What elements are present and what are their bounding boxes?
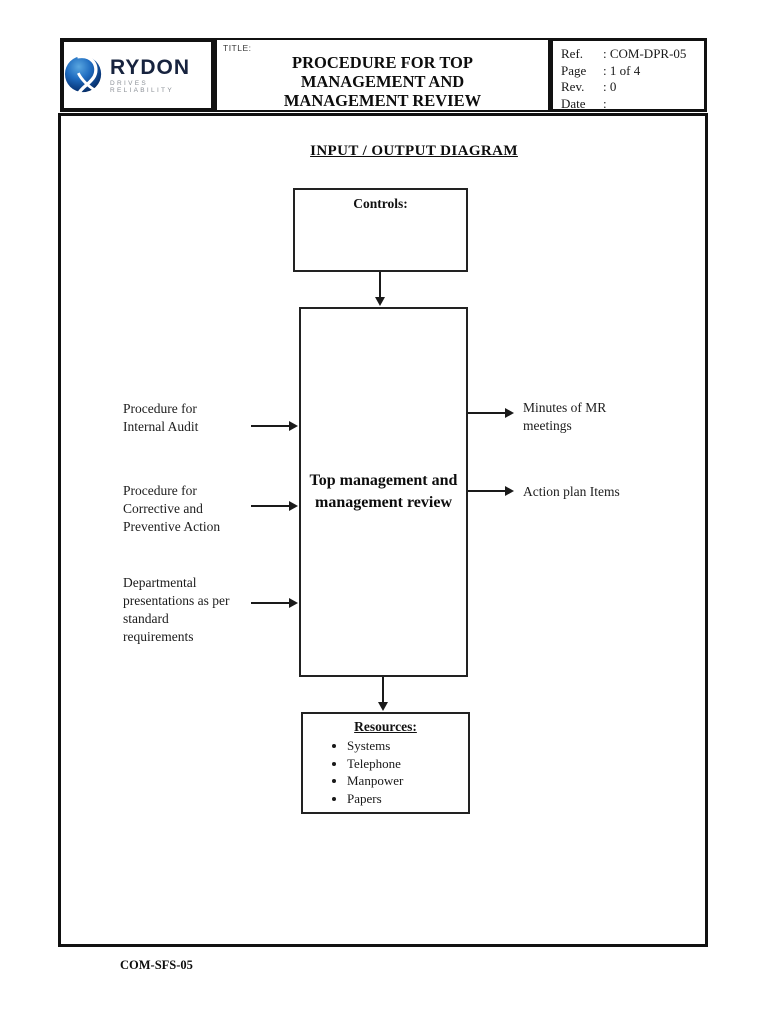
meta-label: Ref. xyxy=(561,46,584,61)
meta-value: : xyxy=(603,95,607,111)
meta-label: Page xyxy=(561,62,587,78)
arrow-head-right-icon xyxy=(505,408,514,418)
arrow-head-right-icon xyxy=(289,598,298,608)
arrow-line-input-1 xyxy=(251,425,291,427)
input-label-internal-audit: Procedure for Internal Audit xyxy=(123,401,199,434)
resources-item: Papers xyxy=(347,790,468,808)
arrow-head-down-icon xyxy=(378,702,388,711)
arrow-line-process-to-resources xyxy=(382,677,384,704)
meta-value: : 0 xyxy=(603,79,617,94)
footer-document-code: COM-SFS-05 xyxy=(120,958,193,972)
meta-block: Ref. : COM-DPR-05 Page : 1 of 4 Rev. : 0… xyxy=(550,38,707,112)
arrow-head-down-icon xyxy=(375,297,385,306)
arrow-line-controls-to-process xyxy=(379,272,381,299)
resources-item: Telephone xyxy=(347,755,468,773)
resources-box: Resources: Systems Telephone Manpower Pa… xyxy=(301,712,470,814)
rydon-sphere-icon xyxy=(64,54,102,95)
brand-wordmark: RYDON DRIVES RELIABILITY xyxy=(110,57,211,94)
meta-value: : COM-DPR-05 xyxy=(603,46,687,61)
resources-list: Systems Telephone Manpower Papers xyxy=(303,737,468,807)
resources-box-title: Resources: xyxy=(354,719,417,734)
controls-box-title: Controls: xyxy=(353,196,408,211)
title-label: TITLE: xyxy=(223,43,252,53)
meta-row-rev: Rev. : 0 xyxy=(561,79,700,96)
output-label-mr-minutes: Minutes of MR meetings xyxy=(523,400,607,433)
arrow-head-right-icon xyxy=(289,501,298,511)
arrow-line-output-2 xyxy=(468,490,506,492)
rydon-logo: RYDON DRIVES RELIABILITY xyxy=(60,38,215,112)
brand-tagline: DRIVES RELIABILITY xyxy=(110,79,174,94)
title-block: TITLE: PROCEDURE FOR TOP MANAGEMENT AND … xyxy=(215,38,550,112)
brand-name: RYDON xyxy=(110,55,191,79)
meta-row-ref: Ref. : COM-DPR-05 xyxy=(561,46,700,63)
meta-row-date: Date : xyxy=(561,96,700,113)
arrow-head-right-icon xyxy=(505,486,514,496)
input-label-corrective-action: Procedure for Corrective and Preventive … xyxy=(123,483,221,534)
meta-label: Date xyxy=(561,95,586,111)
arrow-line-output-1 xyxy=(468,412,506,414)
process-box-title: Top management and management review xyxy=(309,472,458,511)
resources-item: Systems xyxy=(347,737,468,755)
resources-item: Manpower xyxy=(347,772,468,790)
arrow-line-input-2 xyxy=(251,505,291,507)
meta-row-page: Page : 1 of 4 xyxy=(561,63,700,80)
meta-label: Rev. xyxy=(561,79,585,94)
output-label-action-plan: Action plan Items xyxy=(523,484,620,499)
process-box: Top management and management review xyxy=(299,307,468,677)
diagram-heading: INPUT / OUTPUT DIAGRAM xyxy=(310,143,518,159)
arrow-line-input-3 xyxy=(251,602,291,604)
controls-box: Controls: xyxy=(293,188,468,272)
document-title: PROCEDURE FOR TOP MANAGEMENT AND MANAGEM… xyxy=(283,53,482,110)
page-body-frame: INPUT / OUTPUT DIAGRAM Controls: Top man… xyxy=(58,113,708,947)
arrow-head-right-icon xyxy=(289,421,298,431)
input-label-departmental-presentations: Departmental presentations as per standa… xyxy=(123,575,230,644)
meta-value: : 1 of 4 xyxy=(603,62,641,78)
